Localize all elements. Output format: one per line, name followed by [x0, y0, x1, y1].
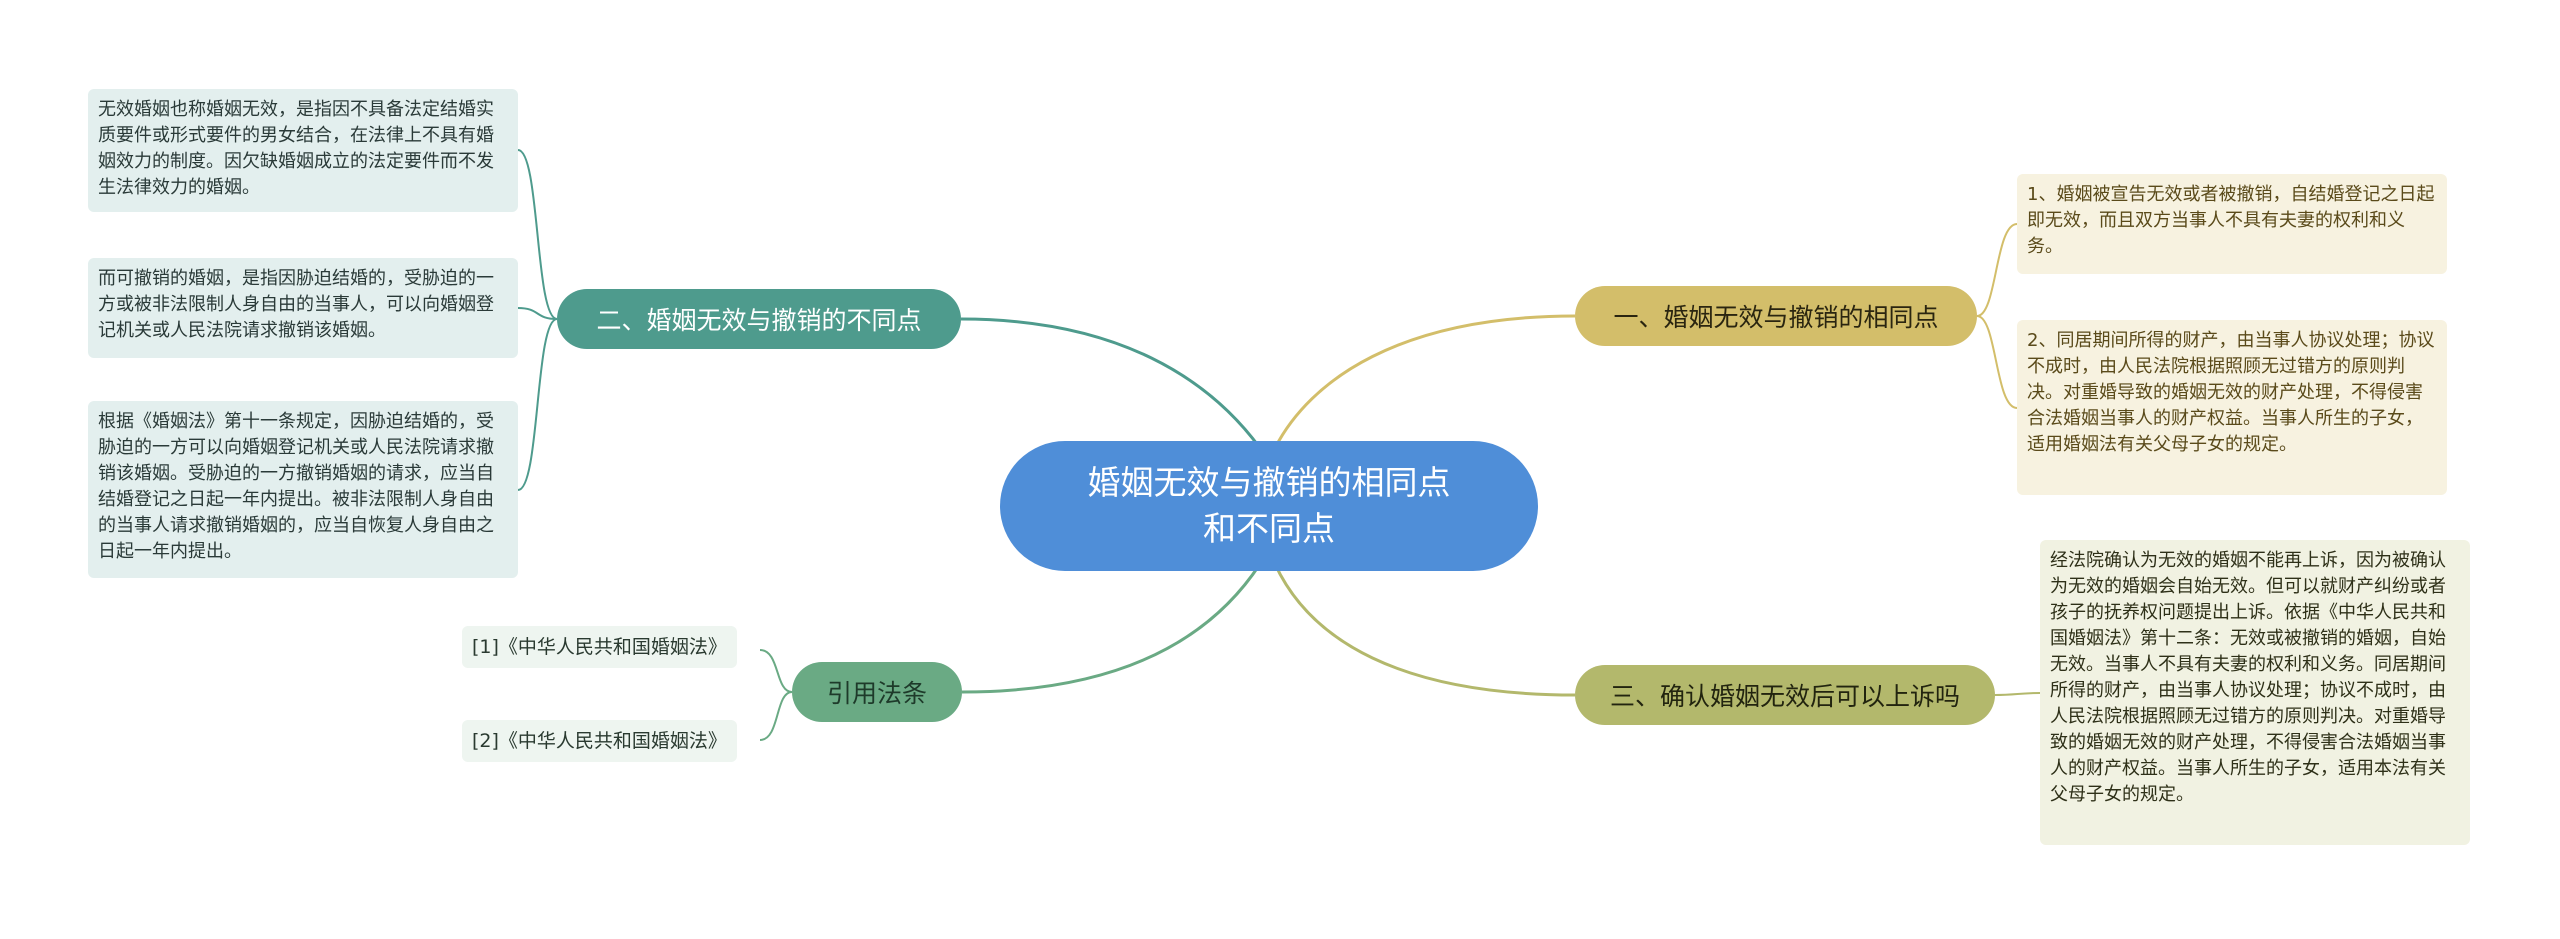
leaf-same-point-1[interactable]: 1、婚姻被宣告无效或者被撤销，自结婚登记之日起即无效，而且双方当事人不具有夫妻的…	[2017, 174, 2447, 274]
link-diff-l1	[517, 149, 558, 320]
leaf-same-point-2[interactable]: 2、同居期间所得的财产，由当事人协议处理；协议不成时，由人民法院根据照顾无过错方…	[2017, 320, 2447, 495]
root-title-line2: 和不同点	[1203, 509, 1335, 548]
leaf-void-marriage-definition[interactable]: 无效婚姻也称婚姻无效，是指因不具备法定结婚实质要件或形式要件的男女结合，在法律上…	[88, 89, 518, 212]
root-topic[interactable]: 婚姻无效与撤销的相同点 和不同点	[1000, 441, 1538, 571]
link-appeal-r3	[1994, 692, 2041, 696]
leaf-appeal-explanation[interactable]: 经法院确认为无效的婚姻不能再上诉，因为被确认为无效的婚姻会自始无效。但可以就财产…	[2040, 540, 2470, 845]
link-diff-l2	[517, 307, 558, 320]
link-same-r2	[1976, 315, 2018, 409]
branch-similarities[interactable]: 一、婚姻无效与撤销的相同点	[1575, 286, 1977, 346]
leaf-citation-2[interactable]: [2]《中华人民共和国婚姻法》	[462, 720, 737, 762]
leaf-article-11[interactable]: 根据《婚姻法》第十一条规定，因胁迫结婚的，受胁迫的一方可以向婚姻登记机关或人民法…	[88, 401, 518, 578]
leaf-revocable-marriage-definition[interactable]: 而可撤销的婚姻，是指因胁迫结婚的，受胁迫的一方或被非法限制人身自由的当事人，可以…	[88, 258, 518, 358]
link-root-cite	[961, 563, 1262, 694]
branch-appeal[interactable]: 三、确认婚姻无效后可以上诉吗	[1575, 665, 1995, 725]
link-root-same	[1273, 314, 1576, 449]
link-root-diff	[960, 317, 1262, 449]
leaf-citation-1[interactable]: [1]《中华人民共和国婚姻法》	[462, 626, 737, 668]
link-cite-c2	[759, 691, 793, 741]
link-cite-c1	[759, 649, 793, 693]
link-diff-l3	[517, 318, 558, 491]
link-root-appeal	[1273, 563, 1576, 697]
branch-differences[interactable]: 二、婚姻无效与撤销的不同点	[557, 289, 961, 349]
root-title-line1: 婚姻无效与撤销的相同点	[1087, 463, 1451, 502]
link-same-r1	[1976, 223, 2018, 317]
branch-citations[interactable]: 引用法条	[792, 662, 962, 722]
